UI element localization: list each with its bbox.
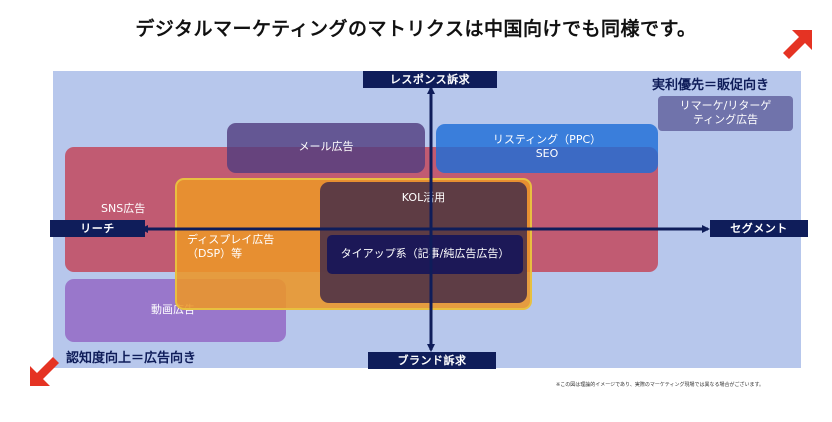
mail-ad-label: メール広告 bbox=[298, 140, 354, 153]
listing-label: リスティング（PPC） bbox=[492, 133, 602, 146]
seo-label: SEO bbox=[535, 147, 559, 160]
display-ad-label: ディスプレイ広告 bbox=[187, 233, 275, 246]
sns-ad-label: SNS広告 bbox=[101, 202, 146, 215]
listing-seo-box: リスティング（PPC） SEO bbox=[436, 124, 658, 173]
retargeting-box: リマーケ/リターゲ ティング広告 bbox=[658, 96, 793, 131]
retargeting-label-line1: リマーケ/リターゲ bbox=[679, 99, 772, 112]
corner-text-sales-promotion: 実利優先＝販促向き bbox=[652, 78, 770, 93]
tieup-box: タイアップ系（記事/純広告広告） bbox=[327, 235, 523, 274]
kol-label: KOL活用 bbox=[401, 191, 446, 204]
footnote: ※この図は理論的イメージであり、実際のマーケティング現場では異なる場合がございま… bbox=[556, 382, 764, 388]
axis-label-response: レスポンス訴求 bbox=[363, 71, 497, 88]
axis-label-segment: セグメント bbox=[710, 220, 808, 237]
corner-text-awareness: 認知度向上＝広告向き bbox=[66, 351, 197, 366]
axis-label-brand: ブランド訴求 bbox=[368, 352, 496, 369]
retargeting-label-line2: ティング広告 bbox=[692, 113, 759, 126]
axis-label-reach: リーチ bbox=[50, 220, 145, 237]
corner-arrow-icon bbox=[783, 30, 812, 59]
mail-ad-box: メール広告 bbox=[227, 123, 425, 173]
corner-arrow-icon bbox=[30, 357, 59, 386]
dsp-label: （DSP）等 bbox=[187, 247, 243, 260]
tieup-label: タイアップ系（記事/純広告広告） bbox=[340, 247, 510, 260]
slide-title: デジタルマーケティングのマトリクスは中国向けでも同様です。 bbox=[135, 18, 697, 40]
